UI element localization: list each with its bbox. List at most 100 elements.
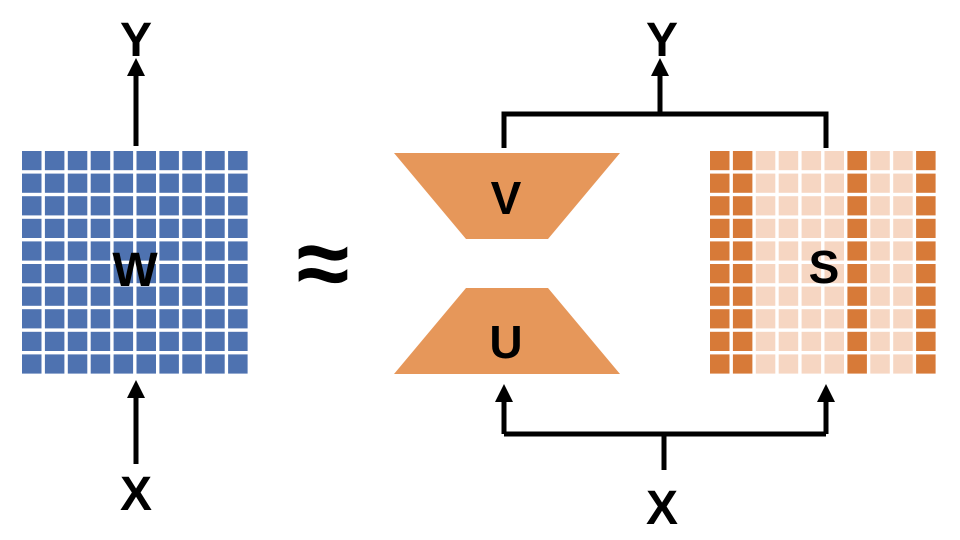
matrix-s-cell-inactive [893,241,913,261]
matrix-w-cell [159,286,179,306]
matrix-w-cell [228,309,248,329]
matrix-s-cell-active [732,241,753,261]
matrix-w-cell [113,151,134,171]
matrix-w-cell [113,331,134,351]
output-combine-bracket [501,64,829,148]
matrix-w-cell [205,331,225,351]
matrix-s-cell-inactive [801,309,822,329]
matrix-w-cell [228,331,248,351]
matrix-s-cell-inactive [755,196,776,216]
left-input-label: X [120,468,152,521]
matrix-w-cell [44,264,65,284]
matrix-w-cell [205,309,225,329]
matrix-w-grid [22,151,248,374]
matrix-s-cell-active [916,309,936,329]
matrix-w-cell [113,173,134,193]
matrix-s-cell-active [710,309,730,329]
matrix-u-label: U [489,316,522,368]
matrix-w-cell [159,264,179,284]
matrix-s-cell-inactive [870,196,890,216]
matrix-s-cell-inactive [870,173,890,193]
matrix-w-cell [44,331,65,351]
matrix-s-cell-active [847,354,867,374]
matrix-s-cell-active [916,241,936,261]
matrix-s-cell-inactive [824,241,844,261]
matrix-s-cell-active [732,173,753,193]
matrix-w-cell [44,151,65,171]
matrix-s-cell-active [847,218,867,238]
matrix-s-cell-inactive [893,286,913,306]
arrow-w-to-y-head [127,58,145,76]
matrix-s-cell-inactive [755,218,776,238]
matrix-w-cell [67,218,88,238]
matrix-w-cell [44,286,65,306]
matrix-s-cell-inactive [824,173,844,193]
matrix-w-cell [67,286,88,306]
matrix-v-label: V [491,172,522,224]
arrow-x-to-u-head [495,384,513,402]
matrix-w-cell [182,151,202,171]
matrix-w-cell [90,331,111,351]
matrix-w-cell [113,218,134,238]
matrix-w-cell [228,286,248,306]
matrix-s-cell-inactive [801,241,822,261]
matrix-s-cell-active [916,331,936,351]
matrix-s-cell-active [732,218,753,238]
matrix-w-cell [90,173,111,193]
matrix-w-cell [228,241,248,261]
approx-symbol: ≈ [297,210,350,317]
matrix-s-cell-active [847,196,867,216]
matrix-w-cell [90,264,111,284]
matrix-s-cell-active [732,309,753,329]
matrix-w-cell [159,173,179,193]
matrix-s-cell-inactive [801,354,822,374]
matrix-w-cell [182,264,202,284]
matrix-w-cell [159,151,179,171]
matrix-v-shape [394,153,620,239]
matrix-w-cell [113,241,134,261]
matrix-w-cell [205,241,225,261]
matrix-s-cell-active [847,264,867,284]
matrix-s-cell-active [732,264,753,284]
matrix-s-cell-inactive [870,264,890,284]
matrix-w-cell [136,196,156,216]
matrix-w-cell [182,331,202,351]
matrix-s-cell-inactive [893,309,913,329]
matrix-w-cell [90,354,111,374]
matrix-w-cell [136,218,156,238]
matrix-s-cell-inactive [870,241,890,261]
matrix-s-cell-active [847,286,867,306]
matrix-w-cell [67,331,88,351]
matrix-w-cell [182,309,202,329]
matrix-w-cell [205,354,225,374]
matrix-s-cell-inactive [778,309,799,329]
matrix-s-cell-inactive [778,241,799,261]
matrix-w-cell [228,173,248,193]
matrix-s-cell-inactive [778,218,799,238]
matrix-s-cell-inactive [778,196,799,216]
matrix-s-cell-inactive [893,151,913,171]
matrix-s-cell-active [710,173,730,193]
matrix-w-label: W [112,244,158,297]
matrix-s-cell-inactive [755,173,776,193]
matrix-w-cell [44,241,65,261]
matrix-s-cell-inactive [870,151,890,171]
left-output-label: Y [120,14,152,67]
matrix-w-cell [22,241,42,261]
matrix-s-cell-inactive [778,354,799,374]
matrix-s-cell-inactive [778,264,799,284]
matrix-w-cell [22,173,42,193]
matrix-s-cell-active [847,331,867,351]
matrix-s-cell-active [710,264,730,284]
matrix-w-cell [182,173,202,193]
matrix-w-cell [136,309,156,329]
matrix-s-cell-active [916,173,936,193]
matrix-s-cell-inactive [870,218,890,238]
matrix-s-cell-active [710,218,730,238]
matrix-s-cell-active [847,309,867,329]
matrix-w-cell [228,218,248,238]
arrow-x-to-w-head [127,380,145,398]
matrix-w-cell [67,151,88,171]
matrix-w-cell [182,196,202,216]
